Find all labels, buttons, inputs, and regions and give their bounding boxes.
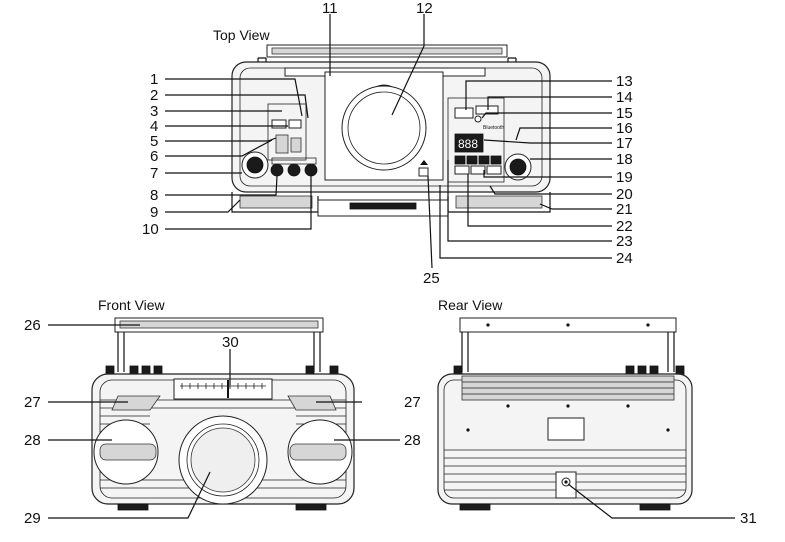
tuning-dial xyxy=(173,378,273,400)
label-27-left: 27 xyxy=(24,394,41,411)
function-switch xyxy=(275,134,289,154)
front-view-title: Front View xyxy=(98,297,166,313)
label-10: 10 xyxy=(142,221,159,238)
front-view-device xyxy=(91,317,355,511)
cd-window xyxy=(341,85,427,171)
top-view-title: Top View xyxy=(213,27,270,43)
label-19: 19 xyxy=(616,169,633,186)
label-24: 24 xyxy=(616,250,633,267)
lcd-digits: 888 xyxy=(458,137,478,151)
label-31: 31 xyxy=(740,510,757,527)
rear-view-leaders xyxy=(567,483,735,519)
label-6: 6 xyxy=(150,148,158,165)
label-5: 5 xyxy=(150,133,158,150)
label-12: 12 xyxy=(416,0,433,17)
label-23: 23 xyxy=(616,233,633,250)
label-11: 11 xyxy=(322,0,338,17)
front-view-leaders xyxy=(48,324,400,519)
label-21: 21 xyxy=(616,201,633,218)
label-30: 30 xyxy=(222,334,239,351)
label-13: 13 xyxy=(616,73,633,90)
label-29: 29 xyxy=(24,510,41,527)
label-16: 16 xyxy=(616,120,633,137)
treble-knob xyxy=(287,163,301,177)
label-22: 22 xyxy=(616,218,633,235)
label-7: 7 xyxy=(150,165,158,182)
rear-view-title: Rear View xyxy=(438,297,503,313)
top-view-leaders xyxy=(165,14,612,269)
label-15: 15 xyxy=(616,105,633,122)
bluetooth-label: Bluetooth xyxy=(483,125,504,131)
rear-label-plate xyxy=(547,417,585,441)
label-14: 14 xyxy=(616,89,633,106)
label-4: 4 xyxy=(150,118,158,135)
label-8: 8 xyxy=(150,187,158,204)
label-9: 9 xyxy=(150,204,158,221)
bluetooth-led xyxy=(474,115,482,123)
label-26: 26 xyxy=(24,317,41,334)
label-18: 18 xyxy=(616,151,633,168)
balance-knob xyxy=(304,163,318,177)
rear-view-device xyxy=(437,317,693,511)
lcd-display xyxy=(454,133,484,153)
label-3: 3 xyxy=(150,103,158,120)
label-1: 1 xyxy=(150,71,158,88)
label-28-left: 28 xyxy=(24,432,41,449)
label-17: 17 xyxy=(616,135,633,152)
label-28-right: 28 xyxy=(404,432,421,449)
top-view-device: Bluetooth 888 xyxy=(231,44,551,217)
label-25: 25 xyxy=(423,270,440,287)
label-20: 20 xyxy=(616,186,633,203)
label-27-right: 27 xyxy=(404,394,421,411)
label-2: 2 xyxy=(150,87,158,104)
bass-knob xyxy=(270,163,284,177)
